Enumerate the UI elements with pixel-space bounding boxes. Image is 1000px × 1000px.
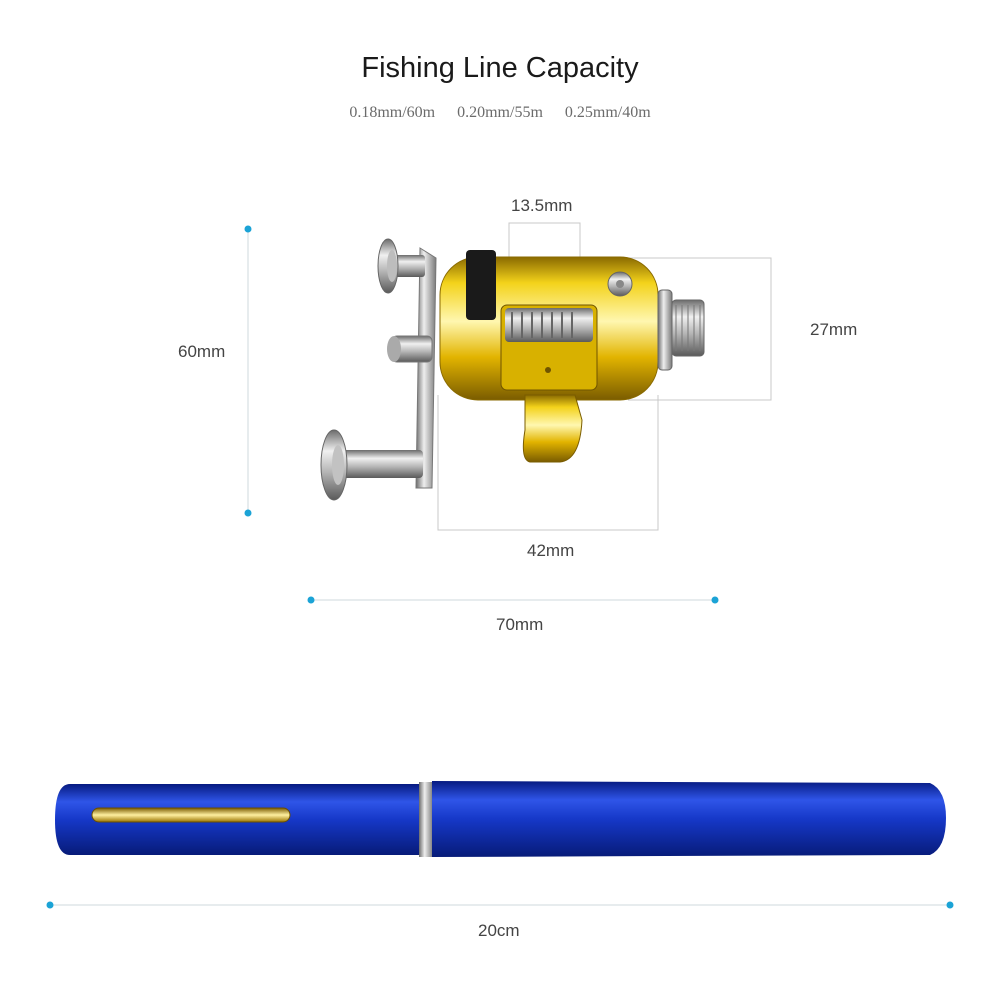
reel-length-label: 70mm: [496, 615, 544, 634]
body-height-label: 27mm: [810, 320, 858, 339]
capacity-item: 0.20mm/55m: [457, 104, 543, 121]
measure-guides: [46, 222, 954, 909]
fishing-reel: [320, 238, 705, 501]
rod-length-label: 20cm: [478, 921, 520, 940]
body-length-label: 42mm: [527, 541, 575, 560]
reel-height-label: 60mm: [178, 342, 226, 361]
capacity-item: 0.25mm/40m: [564, 104, 651, 121]
spool-width-label: 13.5mm: [511, 196, 573, 215]
pen-fishing-rod: [55, 781, 946, 857]
line-capacity-list: 0.18mm/60m 0.20mm/55m 0.25mm/40m: [0, 104, 1000, 122]
page-title: Fishing Line Capacity: [361, 52, 639, 84]
capacity-item: 0.18mm/60m: [349, 104, 436, 121]
